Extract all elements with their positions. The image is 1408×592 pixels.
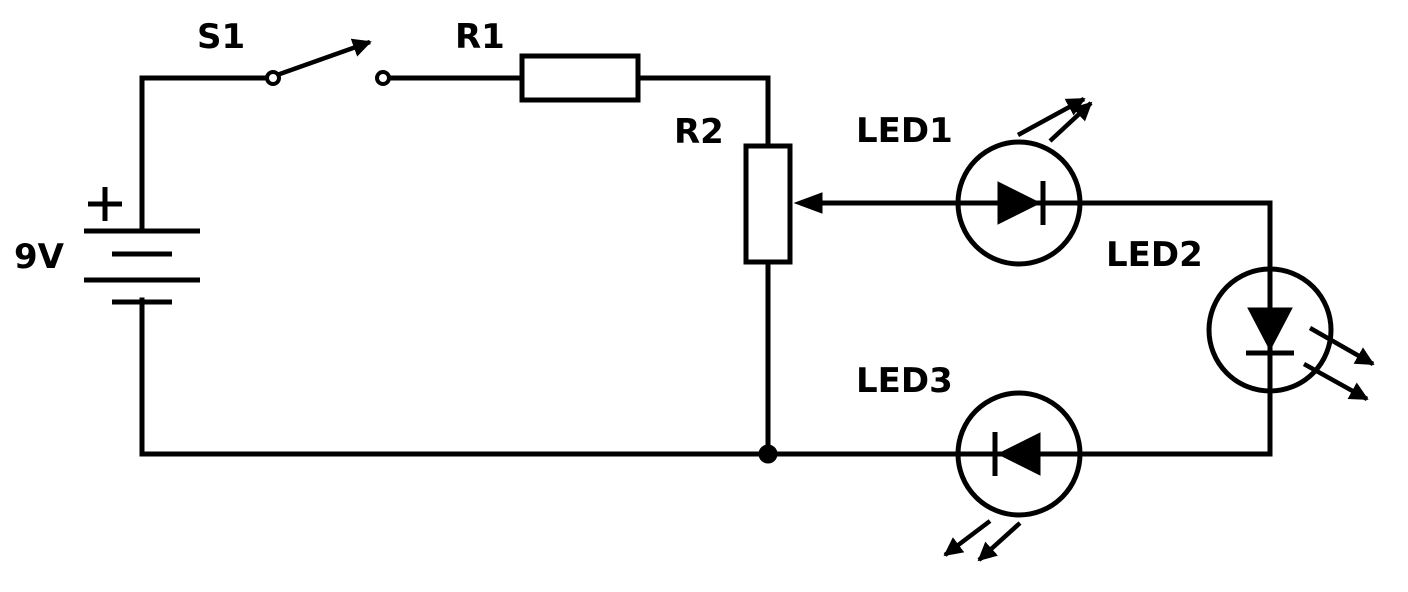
switch [265,38,391,86]
led1 [955,97,1093,267]
potentiometer [743,143,823,265]
label-r1: R1 [455,17,505,57]
switch-contact-left [265,70,281,86]
potentiometer-body [743,143,793,265]
resistor-body [519,53,641,103]
wire-battery-to-switch [139,75,272,229]
switch-contact-right [375,70,391,86]
label-led1: LED1 [856,111,953,151]
label-battery-voltage: 9V [14,237,65,277]
label-s1: S1 [197,17,245,57]
led2-light-arrow-2 [1302,362,1369,401]
wire-led3-to-led2 [1078,389,1273,457]
led2 [1206,266,1375,401]
led1-light-arrow-2 [1048,101,1093,143]
led3-light-arrow-1 [943,519,992,557]
wire-r1-to-r2 [635,75,771,149]
led3-light-arrow-2 [977,521,1022,562]
wiper-arrow-head [793,192,823,214]
wire-led2-to-led1 [1078,200,1273,271]
label-led2: LED2 [1106,235,1203,275]
wires [139,75,1273,464]
led2-light-arrow-1 [1308,326,1375,366]
led3 [943,390,1083,562]
led3-triangle [996,432,1041,476]
wire-bottom-return [139,297,960,457]
label-led3: LED3 [856,361,953,401]
label-r2: R2 [674,112,724,152]
junction-dot [758,444,778,464]
battery [84,187,200,305]
led1-triangle [997,181,1042,225]
switch-lever [276,38,372,78]
led2-triangle [1247,307,1293,352]
plus-sign [88,187,122,221]
